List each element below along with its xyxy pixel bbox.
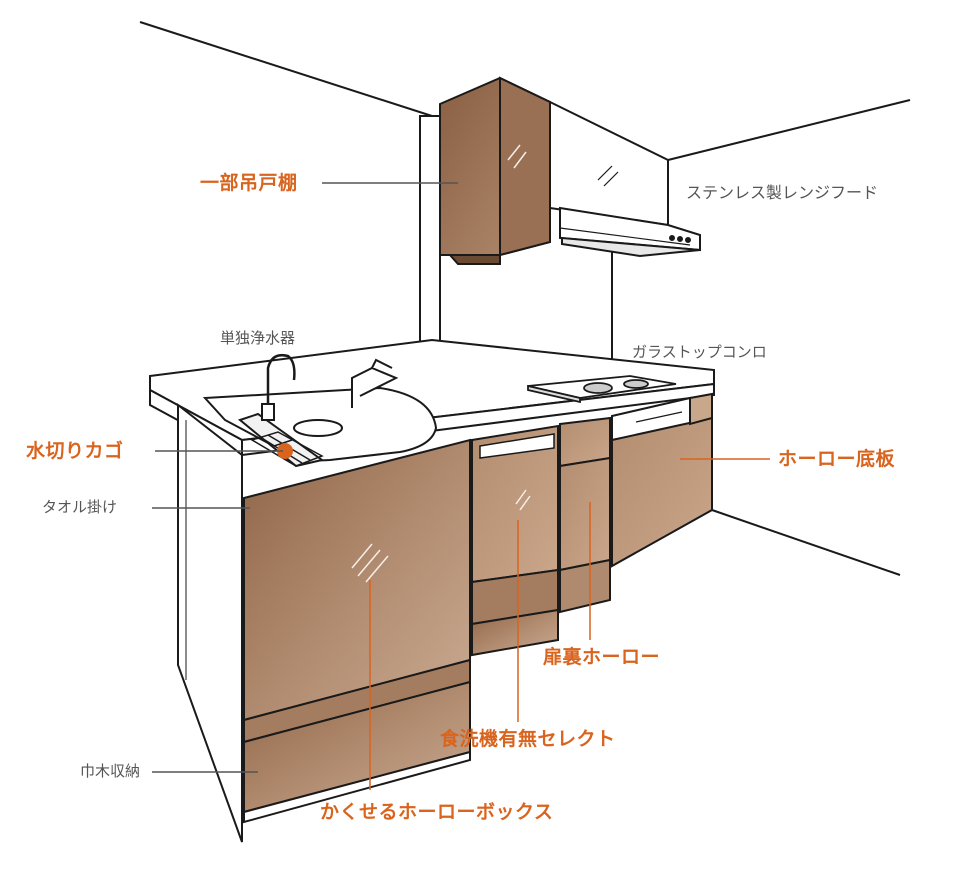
label-plinth-storage: 巾木収納 xyxy=(80,762,141,780)
dishwasher xyxy=(471,424,559,657)
leader-lines xyxy=(152,182,770,790)
label-range-hood: ステンレス製レンジフード xyxy=(686,183,879,202)
label-enamel-bottom: ホーロー底板 xyxy=(778,448,896,470)
cabinet-left xyxy=(243,438,471,824)
stove xyxy=(527,375,677,404)
label-dishwasher-select: 食洗機有無セレクト xyxy=(440,728,616,750)
drain-basket-marker xyxy=(277,443,293,459)
cabinet-narrow xyxy=(559,416,611,614)
faucets xyxy=(261,354,399,421)
wall-cabinet xyxy=(439,76,551,265)
label-towel-hanger: タオル掛け xyxy=(42,498,118,516)
label-drain-basket: 水切りカゴ xyxy=(26,440,124,462)
label-door-back-enamel: 扉裏ホーロー xyxy=(543,646,661,668)
label-water-purifier: 単独浄水器 xyxy=(220,329,296,347)
label-glass-stove: ガラストップコンロ xyxy=(632,343,767,361)
cabinet-side-panel xyxy=(177,402,243,843)
label-wall-cabinet: 一部吊戸棚 xyxy=(200,172,298,194)
range-hood xyxy=(549,100,701,258)
cabinet-right xyxy=(611,392,713,568)
label-enamel-box: かくせるホーローボックス xyxy=(320,801,554,823)
pillar xyxy=(419,115,441,379)
